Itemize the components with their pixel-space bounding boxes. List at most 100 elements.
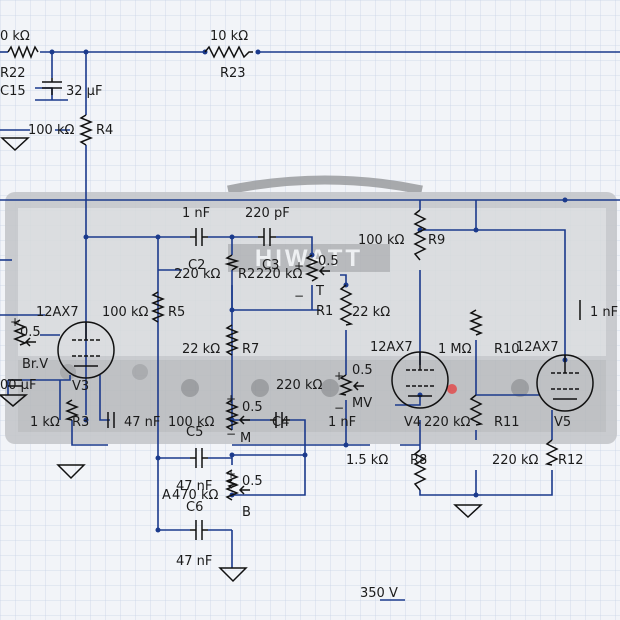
label-r11-ref: R11 <box>494 415 520 430</box>
resistor-r9 <box>413 209 427 261</box>
label-c5-ref: C5 <box>186 425 203 440</box>
label-r10-ref: R10 <box>494 342 520 357</box>
label-c4-ref: C4 <box>272 415 289 430</box>
label-letter-b: B <box>242 505 251 520</box>
label-tube-v3-type: 12AX7 <box>36 305 79 320</box>
label-r8-ref: R8 <box>410 453 427 468</box>
label-c15-ref: C15 <box>0 84 26 99</box>
label-r9-value: 100 kΩ <box>358 233 404 248</box>
polarity-minus-3: − <box>226 427 236 441</box>
label-c2-value: 1 nF <box>182 206 210 221</box>
resistor-r5 <box>150 291 166 323</box>
label-r5-value: 100 kΩ <box>102 305 148 320</box>
polarity-plus-4: + <box>334 369 344 383</box>
label-c5-inline-value: 47 nF <box>124 415 160 430</box>
label-supply-voltage: 350 V <box>360 586 398 601</box>
tube-v3 <box>57 321 115 379</box>
capacitor-c-left <box>8 379 22 387</box>
label-r22-ref: R22 <box>0 66 26 81</box>
label-pot-t-name: T <box>315 284 324 299</box>
capacitor-c15 <box>42 78 62 95</box>
label-tube-v4-ref: V4 <box>404 415 421 430</box>
resistor-r3 <box>64 399 80 421</box>
label-r12-value: 220 kΩ <box>492 453 538 468</box>
label-tube-v4-type: 12AX7 <box>370 340 413 355</box>
label-tube-v5-type: 12AX7 <box>516 340 559 355</box>
label-r5-ref: R5 <box>168 305 185 320</box>
polarity-minus-2: − <box>334 401 344 415</box>
resistor-r7 <box>224 324 240 356</box>
label-r-a100: 100 kΩ <box>168 415 214 430</box>
amp-photo: HIWATT <box>5 175 617 444</box>
tube-v5 <box>536 354 594 412</box>
resistor-r23 <box>204 45 253 59</box>
label-pot-mv-value: 0.5 <box>352 363 373 378</box>
polarity-plus-1: + <box>10 315 20 329</box>
pot-mv <box>338 374 364 396</box>
label-pot-brv-name: Br.V <box>22 357 48 372</box>
label-r22-value: 0 kΩ <box>0 29 30 44</box>
resistor-r4 <box>78 114 94 146</box>
label-r23-value: 10 kΩ <box>210 29 248 44</box>
label-c-bottom-value: 47 nF <box>176 554 212 569</box>
label-r3-value: 1 kΩ <box>30 415 60 430</box>
polarity-plus-2: + <box>226 392 236 406</box>
label-r-a470: 470 kΩ <box>172 488 218 503</box>
resistor-r1 <box>339 284 354 326</box>
label-r11-value: 220 kΩ <box>424 415 470 430</box>
label-c-left-value: 00 μF <box>0 378 36 393</box>
label-r1-ref: R1 <box>316 304 333 319</box>
label-r2-value: 220 kΩ <box>174 267 220 282</box>
ground-symbol-5 <box>453 504 483 519</box>
resistor-r2 <box>224 254 240 271</box>
label-c4-value: 1 nF <box>328 415 356 430</box>
label-r7-ref: R7 <box>242 342 259 357</box>
label-letter-a: A <box>162 488 171 503</box>
label-r1-value: 22 kΩ <box>352 305 390 320</box>
resistor-r22 <box>7 44 39 60</box>
resistor-r8 <box>413 449 427 491</box>
polarity-plus-3: + <box>294 259 304 273</box>
label-c-right-value: 1 nF <box>590 305 618 320</box>
label-r7-value: 22 kΩ <box>182 342 220 357</box>
label-tube-v3-ref: V3 <box>72 379 89 394</box>
resistor-r10 <box>468 309 484 336</box>
capacitor-c5 <box>190 448 208 468</box>
resistor-a470 <box>227 479 238 489</box>
label-r4-ref: R4 <box>96 123 113 138</box>
label-c6-value: 47 nF <box>176 479 212 494</box>
label-r3-ref: R3 <box>72 415 89 430</box>
label-tube-v5-ref: V5 <box>554 415 571 430</box>
label-pot-t-value: 0.5 <box>318 254 339 269</box>
tube-v4 <box>391 351 449 409</box>
label-pot-mv-name: MV <box>352 396 372 411</box>
label-r-mid-220: 220 kΩ <box>256 267 302 282</box>
label-pot-m-value: 0.5 <box>242 400 263 415</box>
ground-symbol-2 <box>0 394 29 407</box>
label-r8-value: 1.5 kΩ <box>346 453 388 468</box>
label-r-b220: 220 kΩ <box>276 378 322 393</box>
label-r2-ref: R2 <box>238 267 255 282</box>
resistor-r12 <box>544 439 559 466</box>
label-c3-value: 220 pF <box>245 206 290 221</box>
capacitor-c3 <box>258 228 276 246</box>
capacitor-c2 <box>190 228 208 246</box>
pot-m <box>224 399 250 431</box>
capacitor-c4 <box>270 412 290 428</box>
label-c3-ref: C3 <box>262 258 279 273</box>
resistor-r11 <box>469 394 484 426</box>
label-c2-ref: C2 <box>188 258 205 273</box>
pot-brv <box>12 319 36 347</box>
ground-symbol-3 <box>56 464 86 480</box>
wires <box>0 51 620 601</box>
label-pot-brv-value: 0.5 <box>20 325 41 340</box>
polarity-minus-1: − <box>294 289 304 303</box>
label-r12-ref: R12 <box>558 453 584 468</box>
capacitor-c33 <box>107 412 115 428</box>
ground-symbol-1 <box>0 137 30 152</box>
label-pot-b-value: 0.5 <box>242 474 263 489</box>
polarity-plus-5: + <box>226 467 236 481</box>
label-pot-m-name: M <box>240 431 251 446</box>
pot-t <box>304 254 330 282</box>
